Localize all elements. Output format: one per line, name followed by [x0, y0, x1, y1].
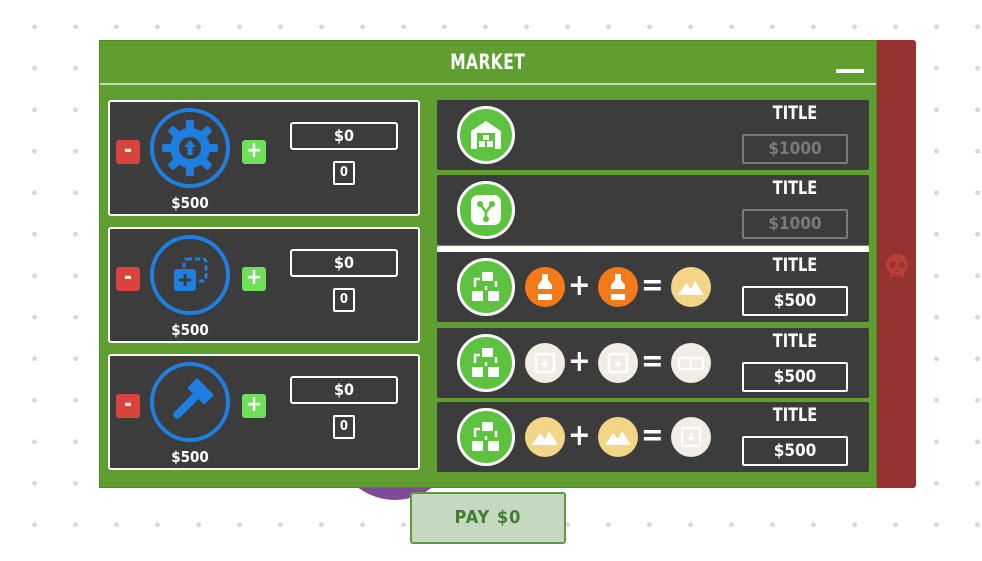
white-jar-icon — [671, 417, 711, 457]
duplicate-icon — [150, 235, 230, 315]
white-tray-icon — [671, 343, 711, 383]
money-field: $0 — [290, 249, 398, 277]
market-panel: MARKET - + $50 — [99, 40, 877, 488]
shop-item-converter-bottles: + = TITLE $500 — [437, 246, 869, 322]
converter-icon — [457, 408, 515, 466]
upgrade-card-hammer: - + $500 $0 0 — [108, 354, 420, 470]
upgrade-price: $500 — [171, 321, 209, 339]
splitter-icon — [457, 181, 515, 239]
quantity-field: 0 — [333, 288, 355, 312]
upgrade-card-gear: - + $500 $0 0 — [108, 100, 420, 216]
decrease-button[interactable]: - — [116, 394, 140, 418]
white-jar-icon — [598, 343, 638, 383]
decrease-button[interactable]: - — [116, 140, 140, 164]
buy-button[interactable]: $1000 — [742, 209, 848, 239]
orange-bottle-icon — [598, 267, 638, 307]
market-title: MARKET — [450, 50, 526, 74]
item-title: TITLE — [772, 102, 818, 124]
sand-pile-icon — [671, 267, 711, 307]
hammer-icon — [150, 362, 230, 442]
decrease-button[interactable]: - — [116, 267, 140, 291]
converter-icon — [457, 334, 515, 392]
increase-button[interactable]: + — [242, 267, 266, 291]
increase-button[interactable]: + — [242, 394, 266, 418]
buy-button[interactable]: $500 — [742, 436, 848, 466]
market-header: MARKET — [100, 41, 876, 85]
plus-sign: + — [568, 418, 591, 453]
equals-sign: = — [641, 418, 664, 453]
shop-item-converter-jars: + = TITLE $500 — [437, 328, 869, 398]
warehouse-icon — [457, 106, 515, 164]
item-title: TITLE — [772, 330, 818, 352]
equals-sign: = — [641, 268, 664, 303]
item-title: TITLE — [772, 177, 818, 199]
shop-item-warehouse: TITLE $1000 — [437, 100, 869, 170]
plus-sign: + — [568, 268, 591, 303]
pay-button[interactable]: PAY $0 — [410, 492, 566, 544]
money-field: $0 — [290, 376, 398, 404]
orange-bottle-icon — [525, 267, 565, 307]
item-title: TITLE — [772, 254, 818, 276]
buy-button[interactable]: $500 — [742, 362, 848, 392]
buy-button[interactable]: $500 — [742, 286, 848, 316]
plus-sign: + — [568, 344, 591, 379]
gear-upgrade-icon — [150, 108, 230, 188]
equals-sign: = — [641, 344, 664, 379]
converter-icon — [457, 258, 515, 316]
money-field: $0 — [290, 122, 398, 150]
upgrade-price: $500 — [171, 194, 209, 212]
shop-item-converter-sand: + = TITLE $500 — [437, 402, 869, 472]
quantity-field: 0 — [333, 161, 355, 185]
buy-button[interactable]: $1000 — [742, 134, 848, 164]
sand-pile-icon — [525, 417, 565, 457]
white-jar-icon — [525, 343, 565, 383]
sand-pile-icon — [598, 417, 638, 457]
minimize-button[interactable] — [836, 69, 864, 73]
skull-icon — [886, 254, 908, 277]
quantity-field: 0 — [333, 415, 355, 439]
increase-button[interactable]: + — [242, 140, 266, 164]
shop-item-splitter: TITLE $1000 — [437, 175, 869, 245]
upgrade-card-duplicate: - + $500 $0 0 — [108, 227, 420, 343]
upgrade-price: $500 — [171, 448, 209, 466]
delete-zone-panel[interactable] — [877, 40, 916, 488]
item-title: TITLE — [772, 404, 818, 426]
